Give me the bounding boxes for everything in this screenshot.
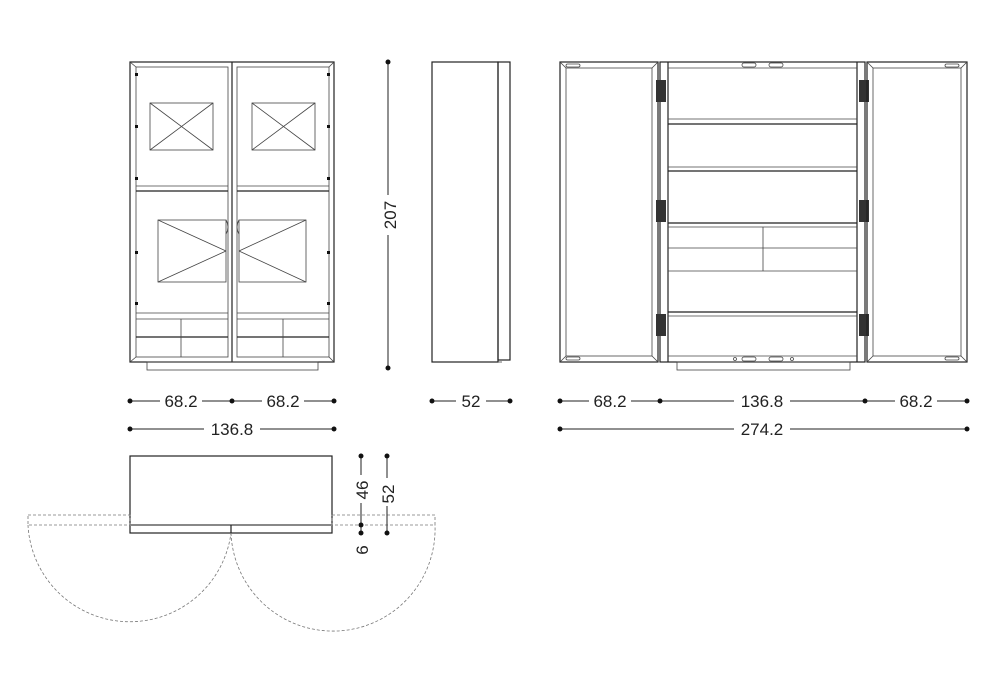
dim-open-right-label: 68.2 [899, 392, 932, 411]
drawers-front [136, 312, 329, 357]
plan-dimensions: 46 6 52 [351, 453, 398, 555]
lower-glass-left [157, 219, 227, 283]
hinge-icon [656, 314, 666, 336]
handle-left-icon [225, 219, 229, 235]
upper-glass-right [251, 102, 316, 151]
open-right-door [866, 61, 968, 363]
upper-glass-left [149, 102, 214, 151]
hinge-icon [859, 80, 869, 102]
dim-total-open-label: 274.2 [741, 420, 784, 439]
hinge-icon [656, 80, 666, 102]
dim-open-left-label: 68.2 [593, 392, 626, 411]
dim-open-body-label: 136.8 [741, 392, 784, 411]
open-view [559, 61, 968, 371]
plinth [146, 361, 319, 371]
dim-left-door-label: 68.2 [164, 392, 197, 411]
dim-total-width-label: 136.8 [211, 420, 254, 439]
dim-total-depth-label: 52 [379, 485, 398, 504]
open-cabinet-body [659, 61, 866, 363]
dim-door-thickness-label: 6 [353, 545, 372, 554]
open-left-door [559, 61, 659, 363]
dim-body-depth-label: 46 [353, 481, 372, 500]
open-plinth [676, 361, 851, 371]
dim-depth-label: 52 [462, 392, 481, 411]
height-dimension: 207 [378, 59, 400, 371]
front-view [129, 61, 335, 371]
lower-glass-right [238, 219, 307, 283]
dim-height-label: 207 [381, 201, 400, 229]
width-dimensions: 68.2 68.2 136.8 52 68.2 136.8 68.2 274.2 [127, 390, 970, 440]
hinge-icon [859, 314, 869, 336]
handle-right-icon [236, 219, 240, 235]
hinges [656, 80, 869, 336]
hinge-icon [656, 200, 666, 222]
door-swing-right [230, 524, 436, 632]
hinge-icon [859, 200, 869, 222]
plan-view [27, 455, 436, 632]
dim-right-door-label: 68.2 [266, 392, 299, 411]
side-view [431, 61, 511, 363]
door-swing-left [27, 524, 232, 623]
